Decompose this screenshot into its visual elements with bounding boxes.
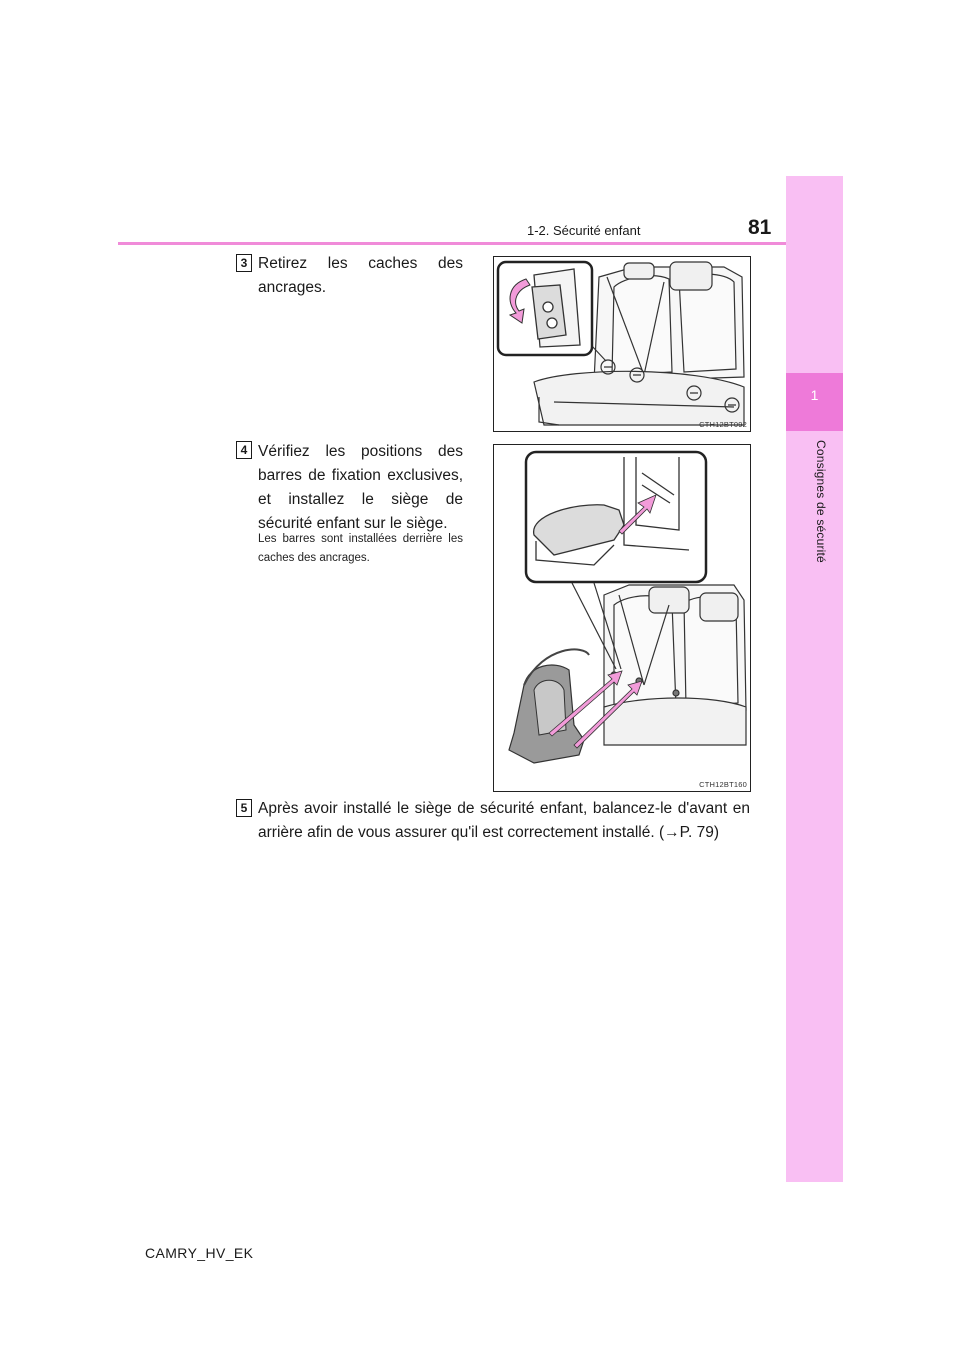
section-title: 1-2. Sécurité enfant bbox=[527, 223, 641, 238]
insert-arrow-icon bbox=[548, 670, 643, 749]
rear-seat-drawing bbox=[496, 260, 745, 426]
step-5-text: Après avoir installé le siège de sécurit… bbox=[258, 800, 750, 841]
figure-code: CTH12BT160 bbox=[699, 780, 747, 789]
page-number: 81 bbox=[748, 216, 772, 239]
rotate-arrow-icon bbox=[508, 278, 531, 324]
chapter-number-tab bbox=[786, 373, 843, 431]
step-4-note: Les barres sont installées derrière les … bbox=[258, 533, 463, 564]
step-4-text: Vérifiez les positions des barres de fix… bbox=[258, 443, 463, 532]
header-divider bbox=[118, 242, 786, 245]
chapter-side-tab bbox=[786, 176, 843, 1182]
child-seat-drawing bbox=[508, 450, 747, 764]
chapter-number: 1 bbox=[810, 387, 819, 403]
step-5-badge: 5 bbox=[236, 799, 252, 817]
figure-code: CTH12BT092 bbox=[699, 420, 747, 429]
anchor-cover-illustration: CTH12BT092 bbox=[493, 256, 751, 432]
model-code: CAMRY_HV_EK bbox=[145, 1245, 254, 1261]
chapter-title: Consignes de sécurité bbox=[814, 440, 828, 563]
isofix-install-illustration: CTH12BT160 bbox=[493, 444, 751, 792]
insert-arrow-icon-inset bbox=[618, 494, 657, 535]
step-3-text: Retirez les caches des ancrages. bbox=[258, 255, 463, 296]
step-4-badge: 4 bbox=[236, 441, 252, 459]
step-3-badge: 3 bbox=[236, 254, 252, 272]
